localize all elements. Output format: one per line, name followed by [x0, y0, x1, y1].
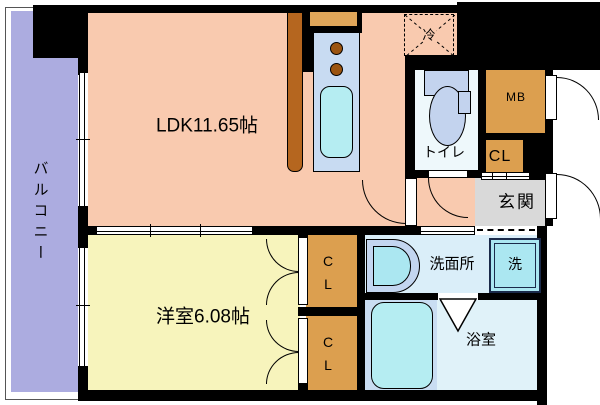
- closet-hall-sliding-door: [481, 172, 530, 180]
- wall-right-lower: [537, 226, 547, 405]
- balcony-label: バルコニー: [31, 160, 49, 266]
- wall-left-1: [78, 5, 88, 75]
- wall-balcony-block: [33, 5, 80, 58]
- closet-bottom-door-gap: [298, 318, 308, 384]
- slider-tick: [492, 173, 493, 179]
- closet-bedroom-bottom: [306, 316, 357, 392]
- slider-line: [421, 231, 474, 232]
- vanity-sink-basin: [373, 246, 411, 286]
- slider-tick: [506, 173, 507, 179]
- kitchen-counter-bar: [287, 12, 303, 172]
- washroom-label: 洗面所: [429, 255, 475, 273]
- bedroom-room: [88, 235, 300, 395]
- partition-sliding-door: [96, 226, 254, 235]
- wall-toilet-bottom-r: [466, 170, 478, 178]
- wall-toilet-left: [405, 55, 415, 178]
- meter-box-door-leaf: [545, 75, 557, 120]
- window-glass-line: [84, 248, 85, 366]
- slider-tick: [200, 224, 201, 237]
- balcony-window-bedroom: [79, 248, 88, 366]
- closet-hall: [481, 140, 523, 174]
- wall-cl-column-right: [357, 226, 365, 395]
- wall-right-upper-c: [545, 219, 553, 226]
- burner-icon: [330, 42, 343, 55]
- closet-bedroom-top: [306, 233, 357, 307]
- step-dashed-line: [477, 229, 535, 231]
- wall-toilet-top: [405, 55, 490, 70]
- closet-hall-label: CL: [488, 148, 512, 165]
- wall-toilet-mb: [478, 55, 486, 178]
- closet-top-door-gap: [298, 237, 308, 305]
- entrance-label: 玄関: [498, 192, 536, 212]
- wall-cl-hall-right: [523, 140, 545, 174]
- front-door-swing: [557, 174, 600, 219]
- kitchen-sink: [320, 86, 353, 158]
- slider-line: [482, 176, 529, 177]
- bedroom-label: 洋室6.08帖: [156, 306, 250, 328]
- wall-mid-center: [253, 226, 420, 235]
- ldk-label: LDK11.65帖: [155, 115, 259, 137]
- window-tick: [76, 305, 90, 306]
- wall-toilet-bottom-l: [405, 170, 428, 178]
- toilet-flush-handle: [458, 91, 471, 114]
- bathroom-folding-door: [439, 298, 477, 333]
- closet-top-label: CL: [320, 253, 336, 299]
- wall-top: [85, 5, 459, 13]
- slider-tick: [150, 224, 151, 237]
- washer-label: 洗: [508, 256, 522, 272]
- window-tick: [76, 139, 90, 140]
- meter-box-door-swing: [557, 77, 599, 120]
- meter-box: [486, 63, 545, 133]
- toilet-label: トイレ: [423, 144, 465, 160]
- wall-cl-divider: [298, 307, 357, 316]
- toilet-door-leaf: [428, 170, 468, 178]
- closet-bottom-label: CL: [320, 334, 336, 380]
- ldk-door-leaf: [405, 178, 417, 226]
- wall-right-upper-a: [545, 68, 553, 77]
- balcony: [11, 11, 78, 392]
- slider-line: [97, 231, 254, 232]
- bathtub: [371, 302, 433, 389]
- refrigerator-label: 冷: [421, 27, 437, 43]
- washing-machine: [489, 238, 541, 293]
- meter-box-label: MB: [506, 90, 526, 104]
- wall-bottom: [78, 390, 547, 401]
- burner-icon: [330, 63, 343, 76]
- wall-mid-left-stub: [78, 226, 96, 235]
- front-door-leaf: [545, 173, 557, 219]
- entrance-room: [475, 178, 553, 226]
- wall-cl-stub-top: [298, 226, 308, 237]
- bathroom-label: 浴室: [465, 331, 497, 349]
- wall-left-3: [78, 366, 88, 395]
- wall-mb-bottom: [481, 133, 545, 140]
- washroom-sliding-door: [420, 226, 475, 235]
- wall-cl-hall-door-end: [530, 172, 545, 180]
- wall-cl-stub-bottom: [298, 384, 308, 392]
- wall-right-upper-b: [545, 120, 553, 173]
- range-hood: [310, 12, 357, 26]
- entrance-step-line: [475, 226, 537, 235]
- washing-machine-inner: [494, 243, 536, 288]
- bathroom-door-gap: [438, 293, 478, 300]
